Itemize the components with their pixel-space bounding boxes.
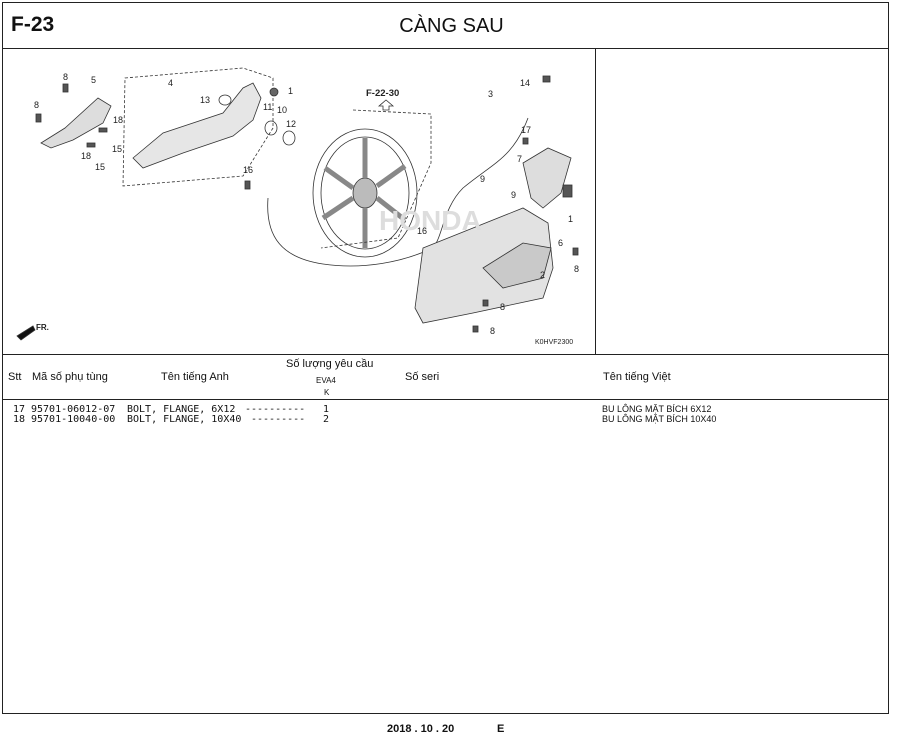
callout-15: 15 <box>112 144 122 154</box>
page-header: F-23 CÀNG SAU <box>3 3 888 49</box>
callout-10: 10 <box>277 105 287 115</box>
callout-8: 8 <box>34 100 39 110</box>
callout-18: 18 <box>113 115 123 125</box>
row-part-no: 95701-06012-07 <box>31 404 116 415</box>
col-name-vn: Tên tiếng Việt <box>603 371 671 383</box>
callout-3: 3 <box>488 89 493 99</box>
col-stt: Stt <box>8 371 22 383</box>
callout-15: 15 <box>95 162 105 172</box>
callout-16: 16 <box>243 165 253 175</box>
watermark: HONDA <box>379 205 482 236</box>
swing-arm-part <box>132 82 262 169</box>
callout-16: 16 <box>417 226 427 236</box>
row-stt: 17 <box>13 404 26 415</box>
callout-1: 1 <box>568 214 573 224</box>
col-serial: Số seri <box>405 371 440 383</box>
row-qty: 1 <box>323 404 330 415</box>
wheel-outer <box>312 128 418 258</box>
callout-1: 1 <box>288 86 293 96</box>
callout-8: 8 <box>574 264 579 274</box>
table-header: Stt Mã số phụ tùng Tên tiếng Anh Số lượn… <box>3 354 888 400</box>
row-dots: --------- <box>251 414 306 425</box>
callout-2: 2 <box>540 270 545 280</box>
parts-diagram: HONDA 8 5 8 4 13 1 11 10 12 18 15 18 15 … <box>3 48 596 354</box>
exploded-view-drawing: HONDA 8 5 8 4 13 1 11 10 12 18 15 18 15 … <box>16 67 579 346</box>
cover-part <box>40 97 112 149</box>
callout-17: 17 <box>521 125 531 135</box>
callout-13: 13 <box>200 95 210 105</box>
row-name-vn: BU LÔNG MẶT BÍCH 6X12 <box>602 404 712 414</box>
row-part-no: 95701-10040-00 <box>31 414 116 425</box>
callout-14: 14 <box>520 78 530 88</box>
blank-panel <box>596 48 888 354</box>
callout-8: 8 <box>490 326 495 336</box>
section-code: F-23 <box>11 13 55 36</box>
callout-6: 6 <box>558 238 563 248</box>
callout-8: 8 <box>63 72 68 82</box>
row-dots: ---------- <box>245 404 306 415</box>
col-qty-title: Số lượng yêu cầu <box>286 358 374 370</box>
callout-12: 12 <box>286 119 296 129</box>
col-name-en: Tên tiếng Anh <box>161 371 229 383</box>
page-frame: F-23 CÀNG SAU <box>2 2 889 714</box>
col-qty-type: K <box>324 388 330 397</box>
callout-5: 5 <box>91 75 96 85</box>
row-name-en: BOLT, FLANGE, 6X12 <box>127 404 236 415</box>
image-code: K0HVF2300 <box>535 339 573 346</box>
callout-8: 8 <box>500 302 505 312</box>
footer-letter: E <box>497 723 505 735</box>
front-label: FR. <box>36 323 49 332</box>
col-part-no: Mã số phụ tùng <box>32 371 108 383</box>
row-stt: 18 <box>13 414 26 425</box>
footer-date: 2018 . 10 . 20 <box>387 723 455 735</box>
callout-11: 11 <box>263 102 272 112</box>
callout-7: 7 <box>517 154 522 164</box>
row-name-vn: BU LÔNG MẶT BÍCH 10X40 <box>602 414 717 424</box>
ref-label: F-22-30 <box>366 88 399 99</box>
callout-18: 18 <box>81 151 91 161</box>
callout-9: 9 <box>511 190 516 200</box>
callout-9: 9 <box>480 174 485 184</box>
muffler-cover <box>414 207 554 324</box>
page-title: CÀNG SAU <box>399 15 504 37</box>
callout-4: 4 <box>168 78 173 88</box>
row-qty: 2 <box>323 414 330 425</box>
row-name-en: BOLT, FLANGE, 10X40 <box>127 414 242 425</box>
col-qty-model: EVA4 <box>316 376 336 385</box>
